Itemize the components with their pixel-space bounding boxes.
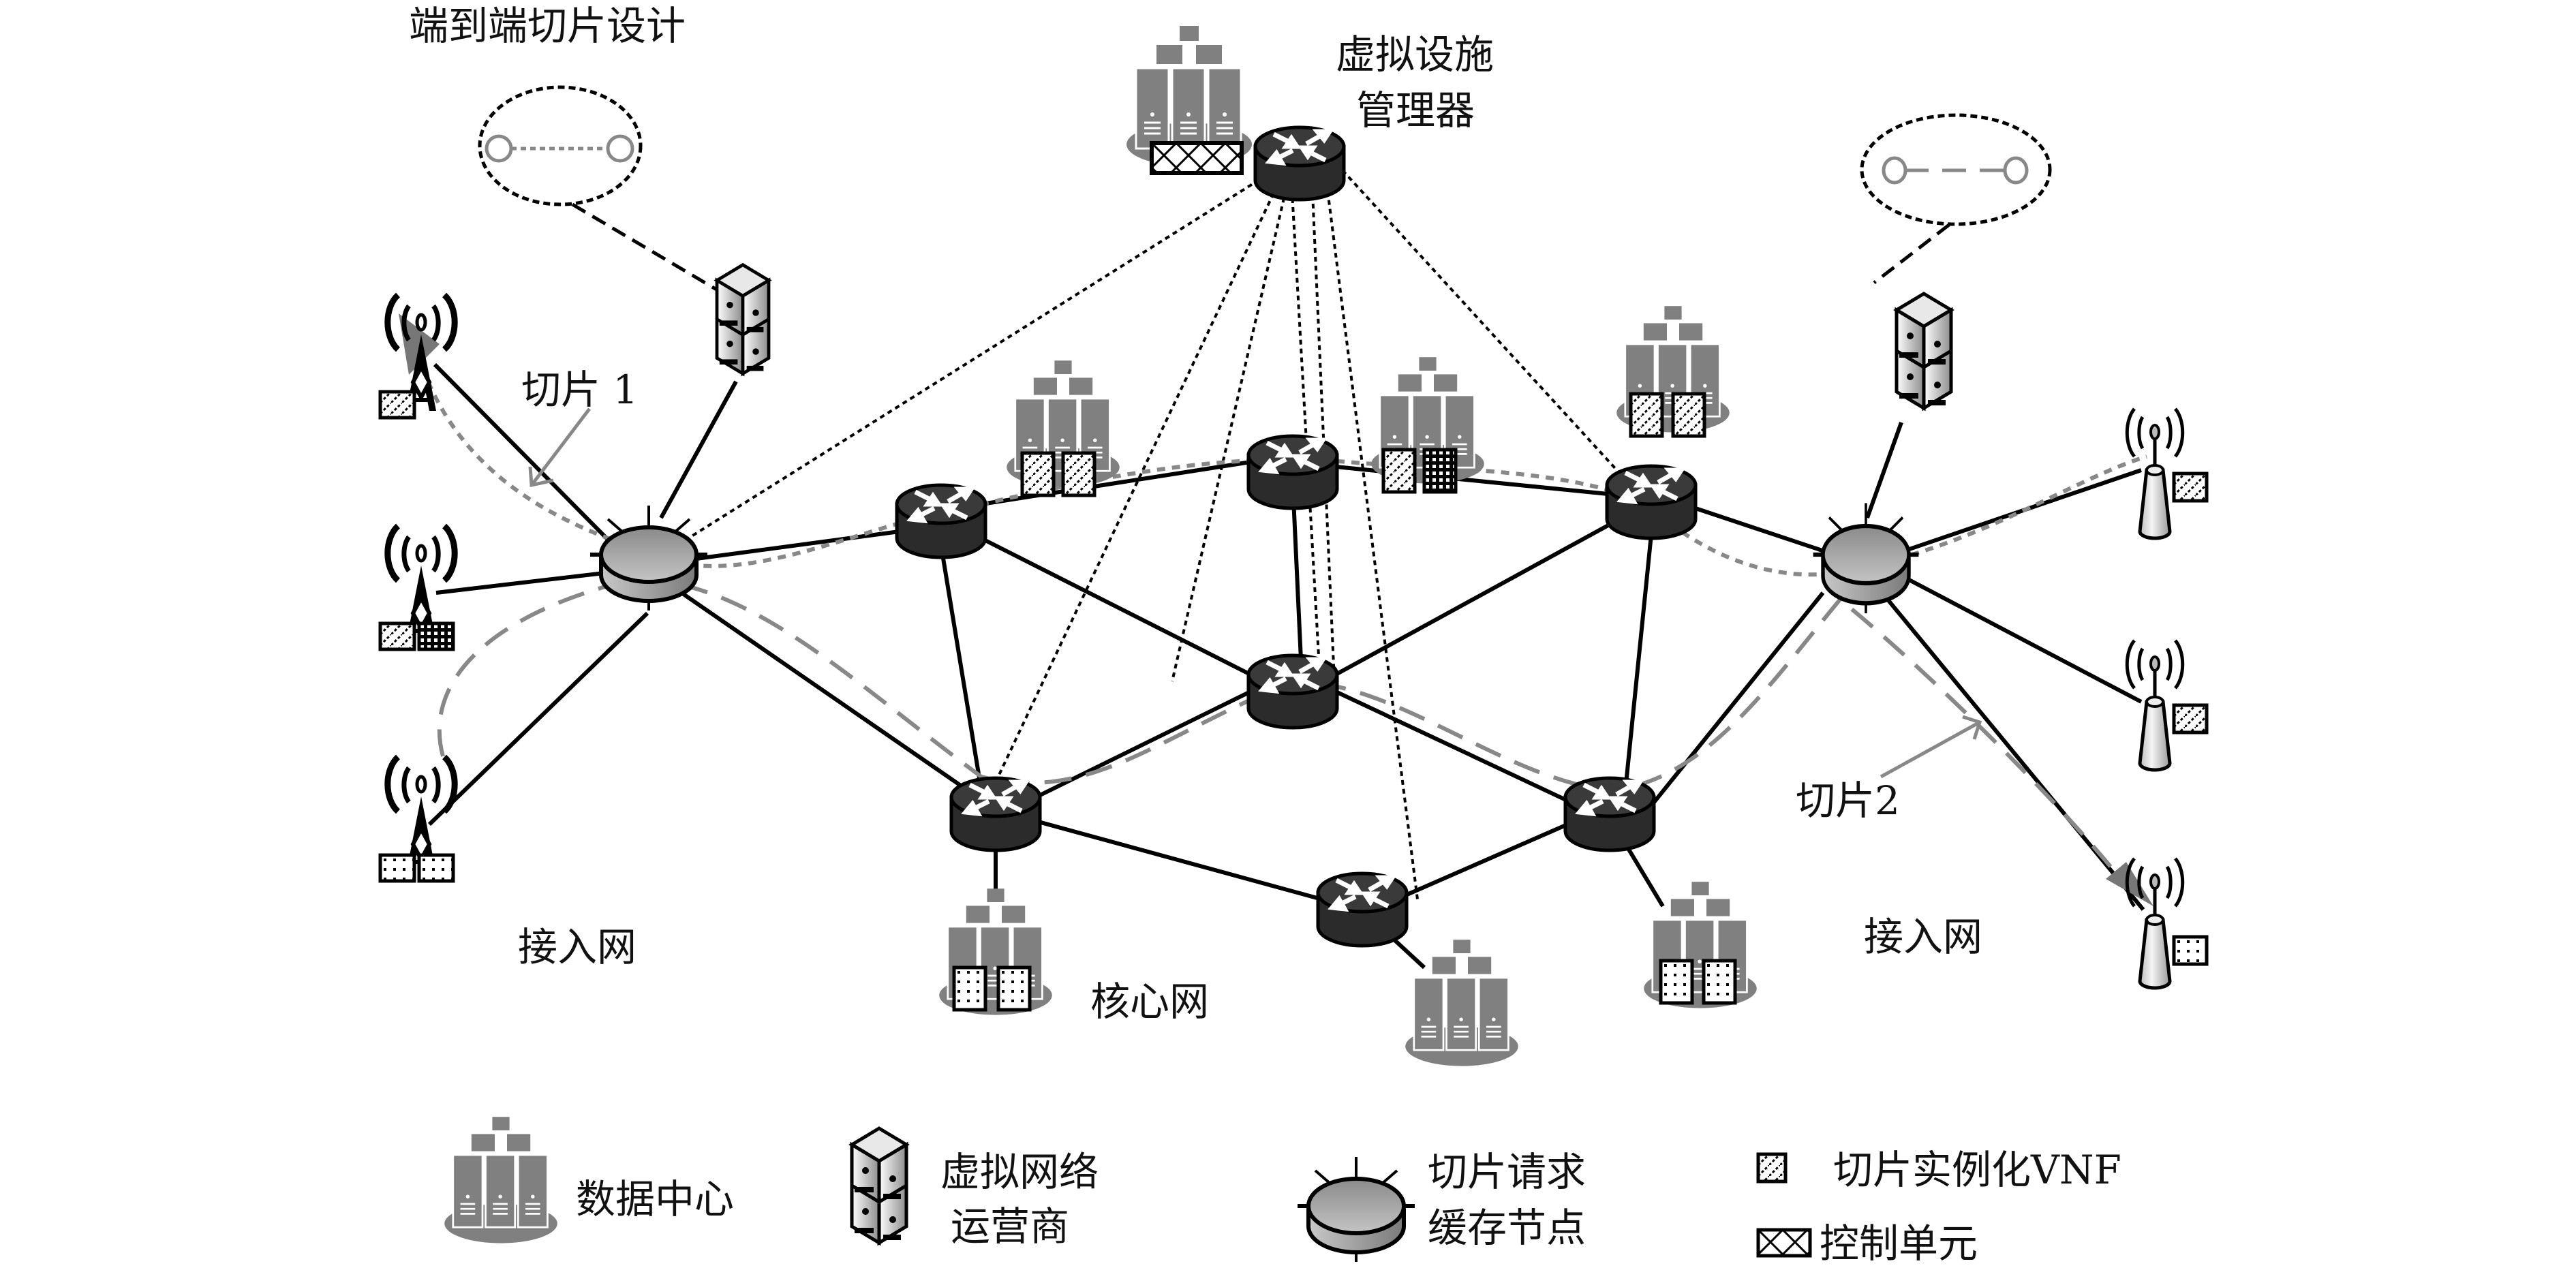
core-router [897, 485, 985, 557]
vnf-hatch-box [1631, 394, 1662, 436]
core-router [1248, 655, 1337, 728]
legend-vno-line1: 虚拟网络 [940, 1149, 1099, 1195]
slice-1-arrowhead [399, 313, 440, 375]
vim-label-line2: 管理器 [1356, 87, 1475, 134]
vnf-hatch-box [1673, 394, 1704, 436]
slice-2-path [437, 576, 2128, 887]
datacenter-core-5 [1404, 938, 1520, 1067]
control-grid-box [1424, 450, 1456, 492]
control-grid-box [419, 623, 453, 649]
vno-server-right [1897, 294, 1951, 408]
vnf-hatch-box [380, 392, 414, 418]
vim-router [1255, 127, 1344, 200]
e2e-slice-bubble-right [1860, 113, 2052, 284]
vnf-dots-box [2172, 935, 2209, 966]
vnf-dots-box [380, 855, 414, 881]
legend-vno-line2: 运营商 [951, 1203, 1069, 1250]
vnf-hatch-box [2172, 471, 2209, 503]
vnf-dots-box [954, 968, 985, 1010]
core-router [1607, 466, 1696, 538]
legend-vnf-icon [1756, 1152, 1788, 1184]
cache-node-right [1813, 503, 1919, 613]
core-network-label: 核心网 [1090, 978, 1209, 1025]
vnf-hatch-box [2172, 703, 2209, 734]
core-router [1248, 436, 1337, 508]
slice-1-label: 切片 1 [521, 367, 638, 413]
core-router [951, 778, 1040, 850]
legend-cache-icon [1298, 1157, 1415, 1262]
slice-label-arrows [528, 407, 1982, 779]
legend-vnf-label: 切片实例化VNF [1833, 1147, 2121, 1193]
slice-2-label: 切片2 [1796, 777, 1900, 824]
vnf-dots-box [1661, 961, 1692, 1003]
legend-datacenter-label: 数据中心 [576, 1176, 734, 1222]
legend-cache-line1: 切片请求 [1428, 1149, 1586, 1195]
access-network-right-label: 接入网 [1864, 914, 1982, 960]
core-router [1318, 873, 1407, 946]
cache-node-left [590, 506, 707, 610]
e2e-slice-bubble-left [478, 85, 724, 295]
legend-control-label: 控制单元 [1820, 1220, 1978, 1267]
legend-cache-line2: 缓存节点 [1428, 1205, 1586, 1251]
core-router [1565, 778, 1654, 850]
legend-datacenter-icon [443, 1115, 559, 1244]
vim-control-links [687, 169, 1637, 900]
control-unit-box [1150, 141, 1244, 175]
vnf-dots-box [1704, 961, 1735, 1003]
e2e-slice-design-label: 端到端切片设计 [409, 3, 686, 49]
physical-links [427, 362, 2145, 970]
vnf-hatch-box [1063, 453, 1094, 495]
legend-vno-icon [852, 1128, 906, 1243]
vnf-hatch-box [380, 623, 414, 649]
vim-label-line1: 虚拟设施 [1336, 31, 1494, 78]
vno-server-left [717, 265, 769, 374]
vnf-hatch-box [1022, 453, 1054, 495]
access-network-left-label: 接入网 [518, 924, 637, 970]
vnf-dots-box [998, 968, 1030, 1010]
legend: 数据中心 虚拟网络 运营商 切片请求 缓存节点 切片实例化VNF 控制单元 [443, 1115, 2121, 1267]
legend-control-icon [1756, 1228, 1812, 1258]
vnf-hatch-box [1383, 450, 1415, 492]
vnf-dots-box [419, 855, 453, 881]
